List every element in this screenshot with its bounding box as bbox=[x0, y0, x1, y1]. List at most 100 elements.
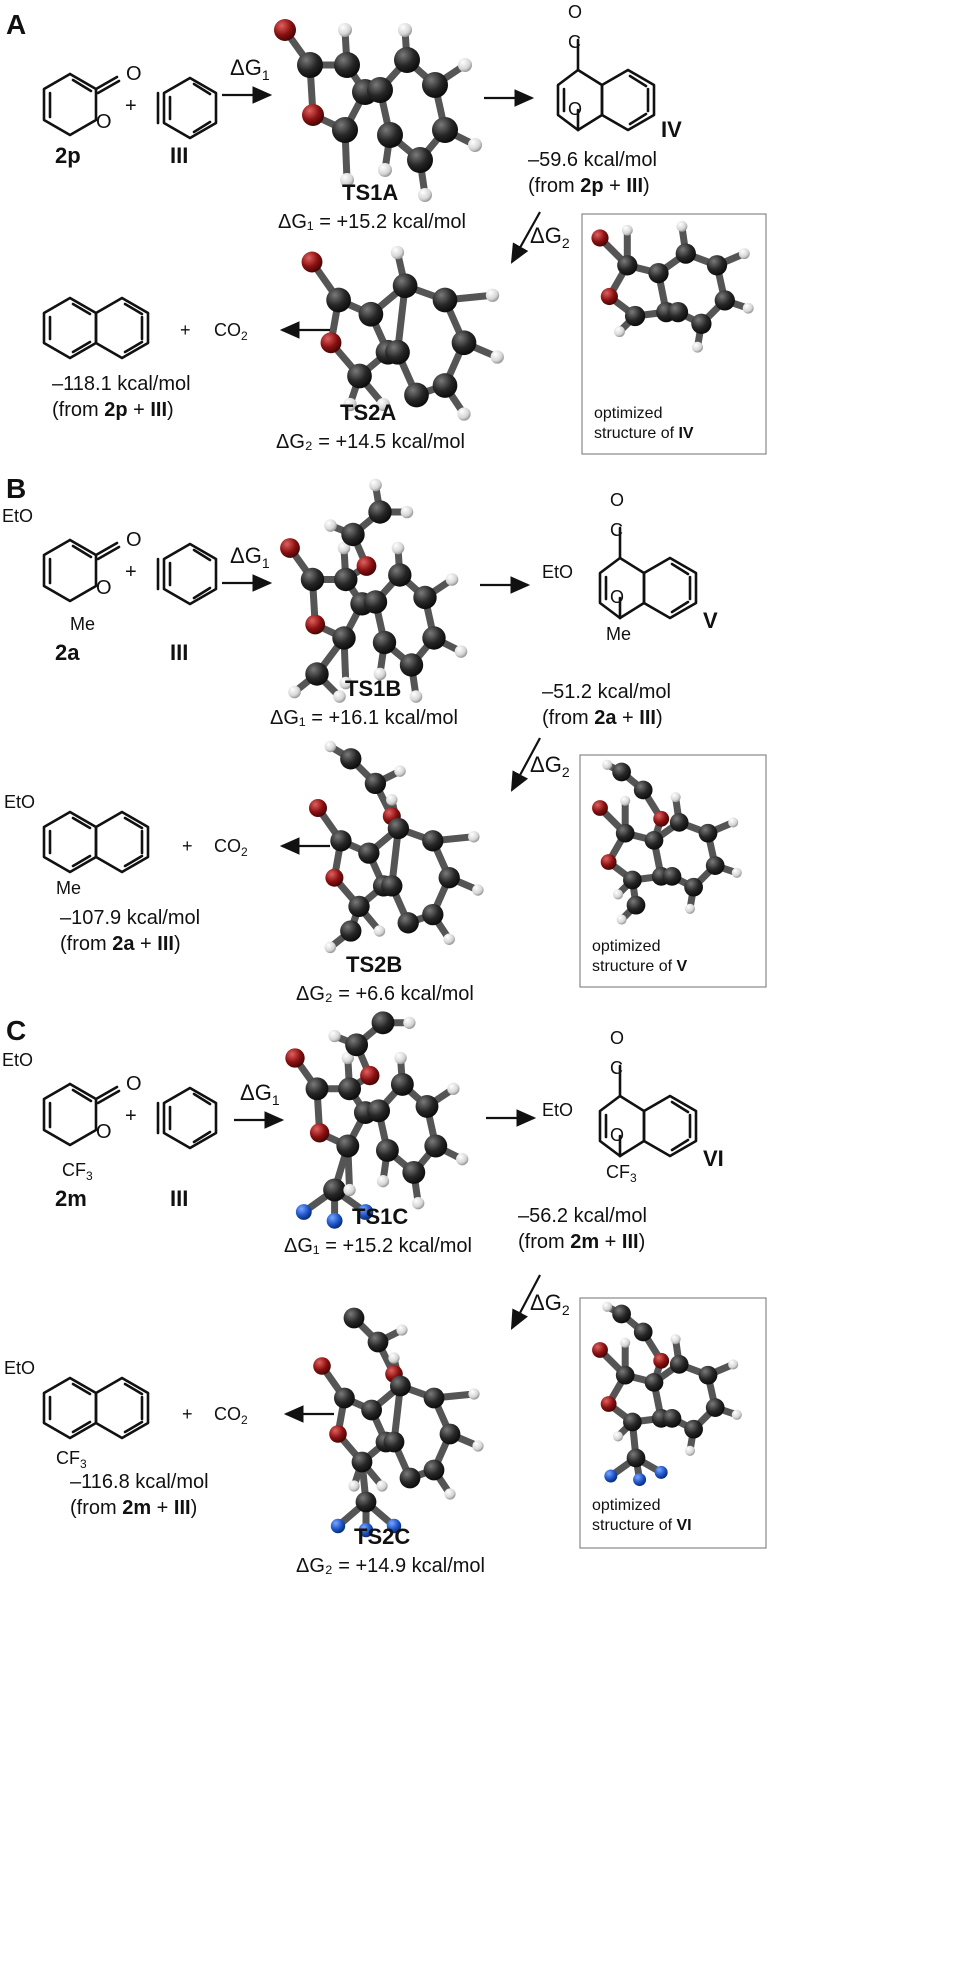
hydrogen-atom-icon bbox=[394, 1051, 407, 1065]
hydrogen-atom-icon bbox=[378, 163, 392, 177]
hydrogen-atom-icon bbox=[468, 830, 480, 843]
carbon-atom-icon bbox=[387, 817, 410, 840]
carbon-atom-icon bbox=[612, 762, 631, 782]
aryne-label: III bbox=[170, 640, 188, 665]
product-source: (from 2p + III) bbox=[52, 399, 174, 421]
carbon-atom-icon bbox=[341, 522, 365, 547]
hydrogen-atom-icon bbox=[742, 302, 754, 314]
carbon-atom-icon bbox=[390, 1072, 414, 1096]
carbon-atom-icon bbox=[367, 1099, 391, 1123]
carbon-atom-icon bbox=[394, 47, 420, 73]
carbon-atom-icon bbox=[423, 1459, 445, 1481]
carbon-atom-icon bbox=[336, 1134, 360, 1158]
oxygen-atom-icon bbox=[592, 1342, 608, 1358]
carbon-atom-icon bbox=[332, 117, 358, 143]
carbon-atom-icon bbox=[662, 867, 682, 886]
carbon-atom-icon bbox=[617, 255, 638, 276]
carbon-atom-icon bbox=[422, 72, 448, 98]
carbon-atom-icon bbox=[390, 1375, 411, 1397]
carbon-atom-icon bbox=[305, 662, 329, 686]
carbon-atom-icon bbox=[363, 590, 388, 614]
hydrogen-atom-icon bbox=[343, 1183, 356, 1197]
hydrogen-atom-icon bbox=[348, 1480, 360, 1492]
carbon-atom-icon bbox=[422, 626, 446, 650]
panel-c-label: C bbox=[6, 1015, 26, 1046]
hydrogen-atom-icon bbox=[445, 573, 459, 586]
carbon-atom-icon bbox=[706, 255, 728, 276]
oxygen-atom-icon bbox=[301, 251, 323, 273]
carbon-atom-icon bbox=[432, 287, 458, 313]
carbon-atom-icon bbox=[615, 1365, 635, 1385]
intermediate-label: VI bbox=[703, 1146, 724, 1171]
hydrogen-atom-icon bbox=[692, 341, 703, 353]
hydrogen-atom-icon bbox=[324, 740, 337, 753]
carbon-atom-icon bbox=[662, 1409, 682, 1428]
carbon-atom-icon bbox=[633, 1322, 653, 1342]
substituent-label: Me bbox=[606, 624, 631, 644]
hydrogen-atom-icon bbox=[456, 1153, 469, 1166]
fluorine-atom-icon bbox=[326, 1212, 343, 1229]
carbon-atom-icon bbox=[698, 1365, 718, 1385]
optimized-structure-box bbox=[579, 1297, 767, 1549]
ts1a-model bbox=[274, 19, 482, 202]
product-energy: –107.9 kcal/mol bbox=[60, 907, 200, 929]
carbon-atom-icon bbox=[338, 1077, 361, 1101]
ts2a-model bbox=[301, 245, 504, 421]
carbon-atom-icon bbox=[368, 500, 392, 524]
hydrogen-atom-icon bbox=[288, 685, 301, 699]
benzyne-iii-structure bbox=[156, 542, 218, 606]
plus-sign: + bbox=[125, 95, 137, 117]
carbon-atom-icon bbox=[667, 301, 689, 323]
intermediate-energy: –56.2 kcal/mol bbox=[518, 1205, 647, 1227]
oxygen-atom-icon bbox=[302, 104, 324, 126]
ts1b-model bbox=[280, 478, 468, 703]
ts-energy: ΔG₂ = +6.6 kcal/mol bbox=[296, 983, 474, 1005]
hydrogen-atom-icon bbox=[468, 138, 482, 152]
aryne-label: III bbox=[170, 1186, 188, 1211]
hydrogen-atom-icon bbox=[616, 914, 627, 925]
product-source: (from 2m + III) bbox=[70, 1497, 197, 1519]
hydrogen-atom-icon bbox=[731, 867, 742, 878]
hydrogen-atom-icon bbox=[403, 1016, 416, 1029]
dg1-label: ΔG1 bbox=[230, 543, 270, 571]
product-plus: + bbox=[182, 836, 193, 856]
carbon-atom-icon bbox=[392, 273, 418, 299]
carbon-atom-icon bbox=[358, 301, 384, 327]
benzyne-iii-structure bbox=[156, 1086, 218, 1150]
bridge-o-label: O bbox=[568, 2, 582, 22]
substituent-label: EtO bbox=[4, 792, 35, 812]
reactant-label: 2a bbox=[55, 640, 80, 665]
carbon-atom-icon bbox=[675, 243, 696, 264]
hydrogen-atom-icon bbox=[400, 505, 414, 519]
hydrogen-atom-icon bbox=[333, 690, 346, 703]
fluorine-atom-icon bbox=[604, 1469, 618, 1483]
carbon-atom-icon bbox=[348, 895, 370, 918]
product-energy: –116.8 kcal/mol bbox=[70, 1471, 209, 1493]
ts-label: TS2A bbox=[340, 400, 396, 425]
reaction-arrow bbox=[510, 1274, 541, 1330]
optimized-v-model bbox=[592, 759, 742, 925]
carbon-atom-icon bbox=[612, 1304, 631, 1324]
product-energy: –118.1 kcal/mol bbox=[52, 373, 191, 395]
hydrogen-atom-icon bbox=[409, 690, 423, 703]
substituent-label: Me bbox=[70, 614, 95, 634]
hydrogen-atom-icon bbox=[684, 903, 696, 914]
bridge-o-label: O bbox=[610, 490, 624, 510]
carbon-atom-icon bbox=[381, 875, 403, 897]
oxygen-atom-icon bbox=[285, 1048, 305, 1068]
hydrogen-atom-icon bbox=[324, 941, 337, 954]
fluorine-atom-icon bbox=[330, 1518, 346, 1534]
carbon-atom-icon bbox=[399, 653, 424, 677]
carbon-atom-icon bbox=[422, 830, 444, 852]
substituent-label: CF3 bbox=[56, 1448, 87, 1471]
hydrogen-atom-icon bbox=[472, 884, 484, 896]
bridge-o-label: O bbox=[568, 99, 582, 119]
oxygen-atom-icon bbox=[600, 287, 618, 306]
carbon-atom-icon bbox=[343, 1307, 365, 1329]
carbon-atom-icon bbox=[705, 1398, 725, 1417]
hydrogen-atom-icon bbox=[602, 1301, 613, 1312]
hydrogen-atom-icon bbox=[396, 1324, 408, 1336]
hydrogen-atom-icon bbox=[621, 224, 633, 236]
intermediate-source: (from 2m + III) bbox=[518, 1231, 645, 1253]
hydrogen-atom-icon bbox=[490, 350, 504, 364]
